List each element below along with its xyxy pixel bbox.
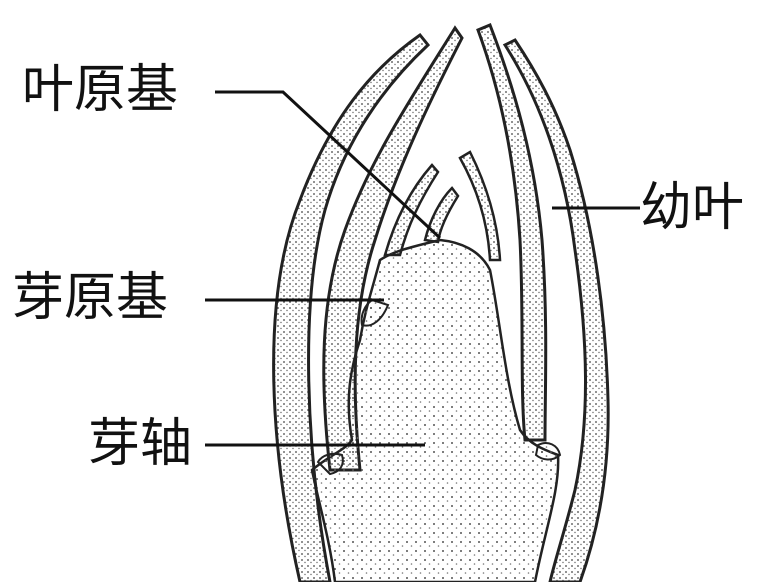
label-bud-primordium: 芽原基 <box>12 272 168 324</box>
leaf-primordium-center <box>425 188 458 242</box>
leaf-primordium-right <box>460 152 500 260</box>
label-young-leaf: 幼叶 <box>640 182 744 234</box>
bud-primordium-lower-right <box>536 443 560 459</box>
label-bud-axis: 芽轴 <box>88 418 192 470</box>
label-leaf-primordium: 叶原基 <box>22 64 178 116</box>
